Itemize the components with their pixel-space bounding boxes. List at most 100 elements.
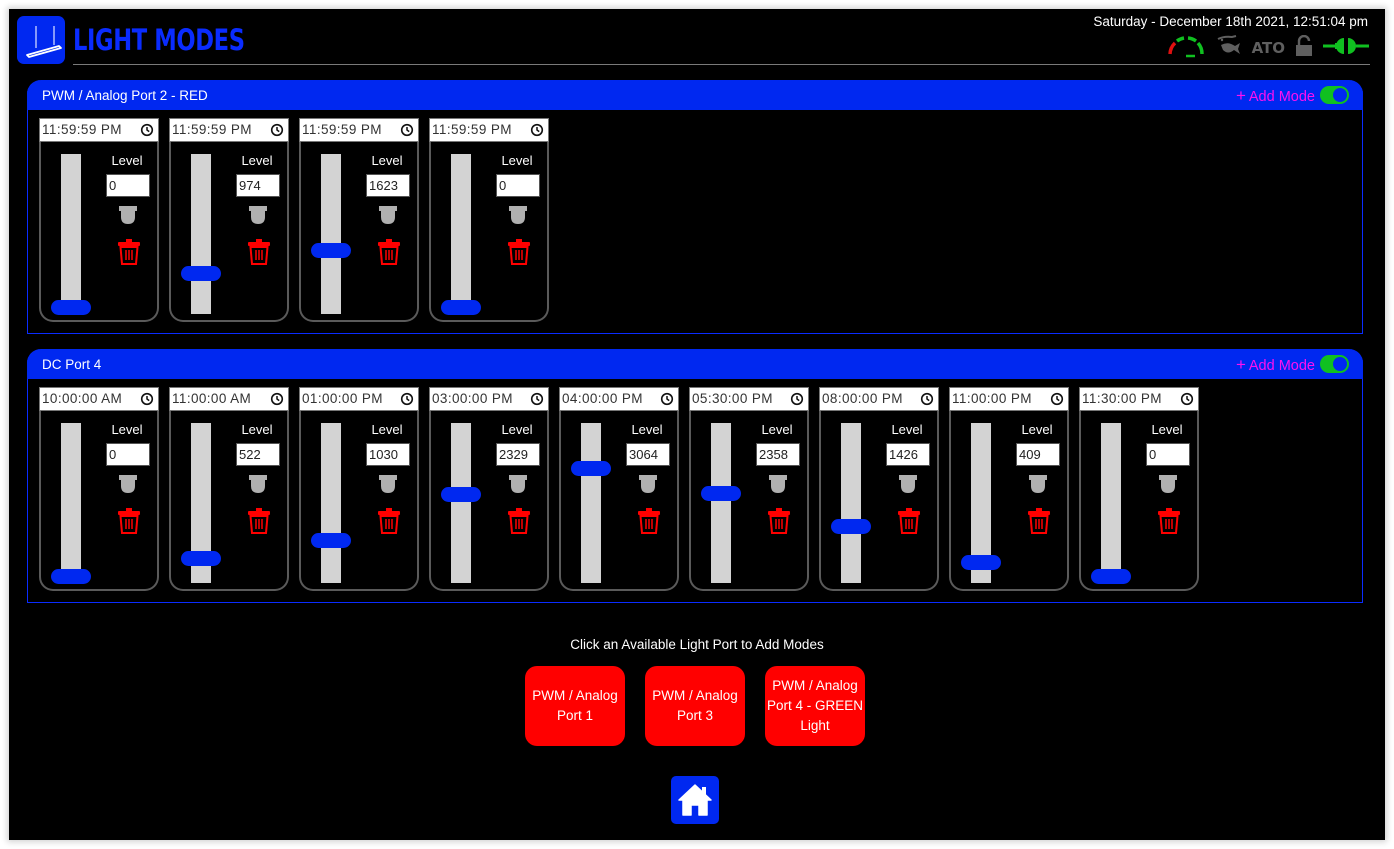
- light-preview-icon[interactable]: [117, 206, 139, 226]
- clock-icon[interactable]: [140, 392, 154, 406]
- power-plug-icon[interactable]: [1323, 35, 1369, 62]
- clock-icon[interactable]: [1050, 392, 1064, 406]
- mode-time-input[interactable]: 11:59:59 PM: [169, 118, 289, 142]
- mode-time-input[interactable]: 10:00:00 AM: [39, 387, 159, 411]
- level-slider[interactable]: [321, 423, 341, 583]
- port-enable-toggle[interactable]: [1320, 355, 1349, 373]
- level-slider[interactable]: [61, 423, 81, 583]
- port-enable-toggle[interactable]: [1320, 86, 1349, 104]
- clock-icon[interactable]: [920, 392, 934, 406]
- level-slider-thumb[interactable]: [831, 518, 871, 534]
- level-input[interactable]: 0: [496, 174, 540, 197]
- level-input[interactable]: 2329: [496, 443, 540, 466]
- trash-icon[interactable]: [117, 507, 141, 535]
- gauge-icon[interactable]: [1166, 34, 1206, 63]
- level-slider[interactable]: [321, 154, 341, 314]
- light-preview-icon[interactable]: [1157, 475, 1179, 495]
- level-input[interactable]: 409: [1016, 443, 1060, 466]
- level-slider-thumb[interactable]: [1091, 569, 1131, 584]
- clock-icon[interactable]: [530, 123, 544, 137]
- level-input[interactable]: 1426: [886, 443, 930, 466]
- add-port-4-green-button[interactable]: PWM / Analog Port 4 - GREEN Light: [765, 666, 865, 746]
- clock-icon[interactable]: [270, 392, 284, 406]
- level-input[interactable]: 522: [236, 443, 280, 466]
- light-preview-icon[interactable]: [247, 206, 269, 226]
- feeder-fish-icon[interactable]: [1216, 34, 1242, 63]
- mode-time-input[interactable]: 05:30:00 PM: [689, 387, 809, 411]
- light-preview-icon[interactable]: [637, 475, 659, 495]
- mode-time-input[interactable]: 11:00:00 PM: [949, 387, 1069, 411]
- level-slider[interactable]: [1101, 423, 1121, 583]
- mode-time-input[interactable]: 11:00:00 AM: [169, 387, 289, 411]
- level-slider[interactable]: [61, 154, 81, 314]
- light-preview-icon[interactable]: [507, 475, 529, 495]
- level-input[interactable]: 974: [236, 174, 280, 197]
- ato-icon[interactable]: ATO: [1251, 39, 1285, 57]
- mode-time-input[interactable]: 08:00:00 PM: [819, 387, 939, 411]
- level-slider[interactable]: [451, 154, 471, 314]
- light-preview-icon[interactable]: [377, 206, 399, 226]
- light-preview-icon[interactable]: [767, 475, 789, 495]
- trash-icon[interactable]: [247, 507, 271, 535]
- mode-time-input[interactable]: 11:59:59 PM: [429, 118, 549, 142]
- trash-icon[interactable]: [507, 238, 531, 266]
- trash-icon[interactable]: [1157, 507, 1181, 535]
- level-slider[interactable]: [191, 154, 211, 314]
- level-input[interactable]: 2358: [756, 443, 800, 466]
- clock-icon[interactable]: [140, 123, 154, 137]
- mode-time-input[interactable]: 11:59:59 PM: [39, 118, 159, 142]
- clock-icon[interactable]: [790, 392, 804, 406]
- trash-icon[interactable]: [377, 238, 401, 266]
- light-preview-icon[interactable]: [507, 206, 529, 226]
- clock-icon[interactable]: [530, 392, 544, 406]
- level-slider[interactable]: [971, 423, 991, 583]
- add-mode-button[interactable]: +Add Mode: [1236, 80, 1315, 113]
- mode-time-input[interactable]: 04:00:00 PM: [559, 387, 679, 411]
- clock-icon[interactable]: [270, 123, 284, 137]
- unlock-icon[interactable]: [1295, 34, 1313, 62]
- add-port-1-button[interactable]: PWM / Analog Port 1: [525, 666, 625, 746]
- level-slider-thumb[interactable]: [311, 532, 351, 548]
- level-slider-thumb[interactable]: [571, 461, 611, 477]
- level-slider[interactable]: [841, 423, 861, 583]
- level-slider-thumb[interactable]: [181, 550, 221, 566]
- trash-icon[interactable]: [1027, 507, 1051, 535]
- trash-icon[interactable]: [637, 507, 661, 535]
- light-preview-icon[interactable]: [377, 475, 399, 495]
- level-slider-thumb[interactable]: [441, 300, 481, 315]
- level-input[interactable]: 3064: [626, 443, 670, 466]
- level-input[interactable]: 0: [1146, 443, 1190, 466]
- level-slider-thumb[interactable]: [51, 300, 91, 315]
- mode-time-input[interactable]: 01:00:00 PM: [299, 387, 419, 411]
- home-button[interactable]: [671, 776, 719, 824]
- clock-icon[interactable]: [660, 392, 674, 406]
- trash-icon[interactable]: [767, 507, 791, 535]
- clock-icon[interactable]: [1180, 392, 1194, 406]
- level-slider-thumb[interactable]: [961, 554, 1001, 570]
- add-port-3-button[interactable]: PWM / Analog Port 3: [645, 666, 745, 746]
- trash-icon[interactable]: [377, 507, 401, 535]
- light-preview-icon[interactable]: [1027, 475, 1049, 495]
- trash-icon[interactable]: [897, 507, 921, 535]
- level-slider[interactable]: [711, 423, 731, 583]
- level-input[interactable]: 0: [106, 174, 150, 197]
- level-slider[interactable]: [191, 423, 211, 583]
- light-preview-icon[interactable]: [247, 475, 269, 495]
- level-slider-thumb[interactable]: [701, 486, 741, 502]
- level-slider-thumb[interactable]: [311, 242, 351, 258]
- level-input[interactable]: 1030: [366, 443, 410, 466]
- mode-time-input[interactable]: 11:59:59 PM: [299, 118, 419, 142]
- trash-icon[interactable]: [507, 507, 531, 535]
- level-slider-thumb[interactable]: [51, 569, 91, 584]
- level-input[interactable]: 1623: [366, 174, 410, 197]
- trash-icon[interactable]: [117, 238, 141, 266]
- level-slider[interactable]: [451, 423, 471, 583]
- clock-icon[interactable]: [400, 123, 414, 137]
- add-mode-button[interactable]: +Add Mode: [1236, 349, 1315, 382]
- mode-time-input[interactable]: 03:00:00 PM: [429, 387, 549, 411]
- mode-time-input[interactable]: 11:30:00 PM: [1079, 387, 1199, 411]
- light-preview-icon[interactable]: [897, 475, 919, 495]
- level-slider[interactable]: [581, 423, 601, 583]
- level-input[interactable]: 0: [106, 443, 150, 466]
- clock-icon[interactable]: [400, 392, 414, 406]
